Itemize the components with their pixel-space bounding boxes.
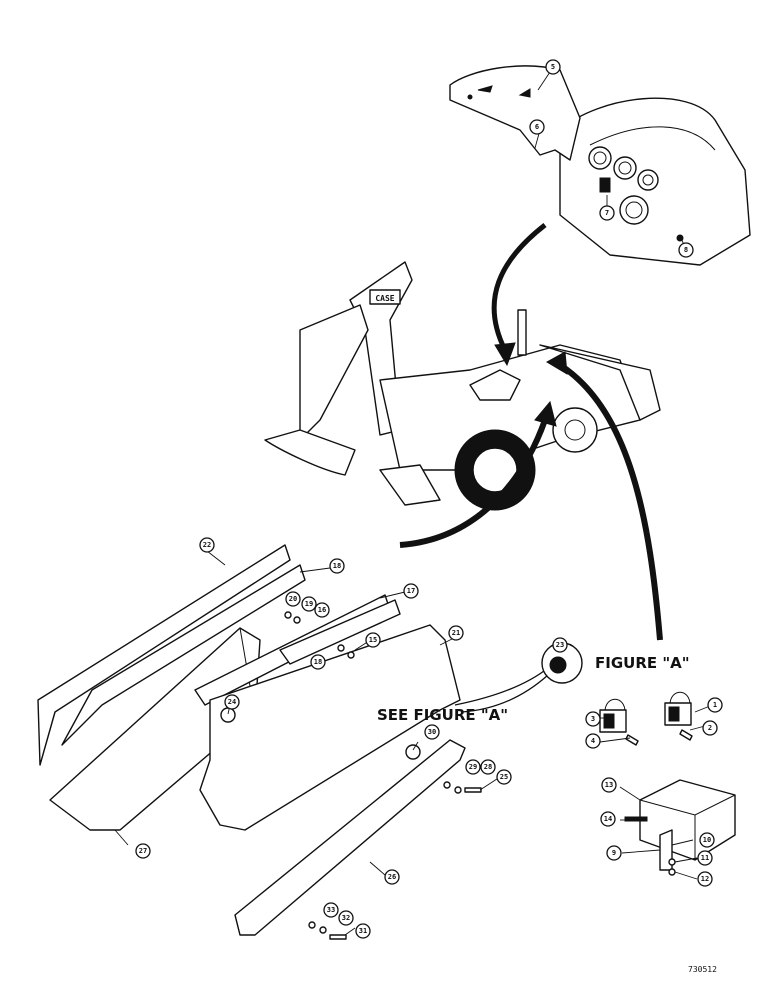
callout-number: 19 [305,600,313,608]
callout-number: 2 [708,724,712,732]
callout-22: 22 [199,537,215,553]
callout-9: 9 [606,845,622,861]
callout-number: 17 [407,587,415,595]
callout-27: 27 [135,843,151,859]
callout-number: 21 [452,629,460,637]
callout-number: 6 [535,123,539,131]
callout-number: 32 [342,914,350,922]
callout-number: 25 [500,773,508,781]
callout-5: 5 [545,59,561,75]
callout-1: 1 [707,697,723,713]
callout-number: 23 [556,641,564,649]
callout-3: 3 [585,711,601,727]
drawing-code: 730512 [688,965,717,974]
callout-15: 15 [365,632,381,648]
callout-6: 6 [529,119,545,135]
instrument-panel [559,97,751,266]
callout-number: 11 [701,854,709,862]
callout-24: 24 [224,694,240,710]
callout-4: 4 [585,733,601,749]
callout-number: 31 [359,927,367,935]
callout-10: 10 [699,832,715,848]
callout-number: 13 [605,781,613,789]
callout-number: 4 [591,737,595,745]
callout-18: 18 [329,558,345,574]
svg-text:CASE: CASE [375,294,394,303]
callout-18: 18 [310,654,326,670]
callout-number: 27 [139,847,147,855]
callout-16: 16 [314,602,330,618]
callout-14: 14 [600,811,616,827]
callout-11: 11 [697,850,713,866]
backhoe-machine: CASE [264,261,661,511]
callout-number: 29 [469,763,477,771]
callout-17: 17 [403,583,419,599]
callout-number: 5 [551,63,555,71]
callout-13: 13 [601,777,617,793]
callout-number: 18 [333,562,341,570]
callout-29: 29 [465,759,481,775]
callout-number: 3 [591,715,595,723]
callout-number: 12 [701,875,709,883]
callout-31: 31 [355,923,371,939]
callout-23: 23 [552,637,568,653]
callout-number: 18 [314,658,322,666]
padlock-right [664,691,693,741]
callout-33: 33 [323,902,339,918]
callout-8: 8 [678,242,694,258]
callout-number: 20 [289,595,297,603]
callout-number: 14 [604,815,612,823]
callout-number: 33 [327,906,335,914]
figure-caption: FIGURE "A" [595,654,690,672]
callout-number: 30 [428,728,436,736]
callout-2: 2 [702,720,718,736]
callout-19: 19 [301,596,317,612]
callout-number: 16 [318,606,326,614]
callout-7: 7 [599,205,615,221]
callout-12: 12 [697,871,713,887]
callout-number: 10 [703,836,711,844]
callout-26: 26 [384,869,400,885]
hardware [284,611,482,940]
callout-number: 26 [388,873,396,881]
arrows [399,223,663,713]
callout-number: 15 [369,636,377,644]
callout-30: 30 [424,724,440,740]
callout-28: 28 [480,759,496,775]
callout-20: 20 [285,591,301,607]
callout-25: 25 [496,769,512,785]
callout-number: 7 [605,209,609,217]
callout-32: 32 [338,910,354,926]
padlock-left [599,698,639,746]
callout-21: 21 [448,625,464,641]
callout-number: 1 [713,701,717,709]
callout-number: 9 [612,849,616,857]
panel-cover [449,65,581,161]
shield-panels [37,544,466,936]
see-figure-caption: SEE FIGURE "A" [377,706,508,724]
callout-number: 24 [228,698,236,706]
callout-number: 28 [484,763,492,771]
callout-number: 22 [203,541,211,549]
callout-number: 8 [684,246,688,254]
